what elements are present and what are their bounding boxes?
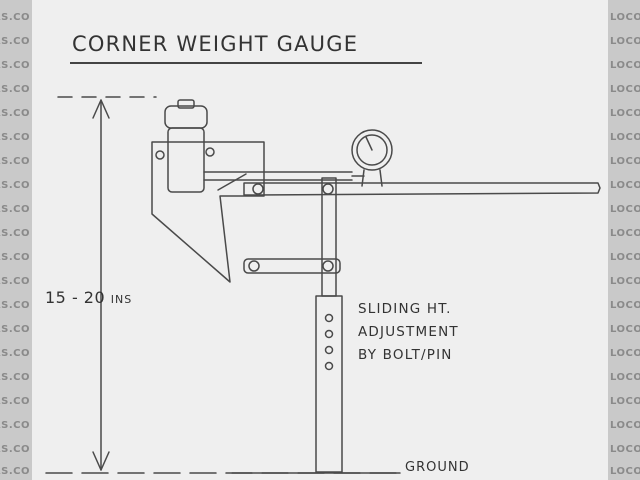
watermark-text: LOCOST (610, 132, 640, 143)
watermark-text: DERS.CO (0, 396, 30, 407)
dimension-label: 15 - 20 INS (45, 288, 132, 307)
watermark-text: DERS.CO (0, 324, 30, 335)
lever-arm (243, 182, 601, 196)
title-underline (70, 62, 422, 64)
watermark-strip-right: LOCOST LOCOST LOCOST LOCOST LOCOST LOCOS… (608, 0, 640, 480)
lower-link (243, 258, 341, 274)
watermark-text: DERS.CO (0, 252, 30, 263)
watermark-text: LOCOST (610, 36, 640, 47)
watermark-text: DERS.CO (0, 180, 30, 191)
dimension-value: 15 - 20 (45, 288, 106, 307)
adjustment-note-line: BY BOLT/PIN (358, 347, 453, 363)
watermark-text: DERS.CO (0, 84, 30, 95)
watermark-text: DERS.CO (0, 420, 30, 431)
watermark-text: DERS.CO (0, 276, 30, 287)
watermark-text: LOCOST (610, 228, 640, 239)
bracket-hole (155, 150, 165, 160)
adjustment-note-line: ADJUSTMENT (358, 324, 459, 340)
adjustment-hole (324, 329, 334, 339)
watermark-text: DERS.CO (0, 228, 30, 239)
watermark-text: LOCOST (610, 84, 640, 95)
watermark-text: LOCOST (610, 204, 640, 215)
link-pivot (248, 260, 260, 272)
watermark-text: LOCOST (610, 180, 640, 191)
watermark-text: LOCOST (610, 156, 640, 167)
dial-needle (365, 136, 373, 151)
watermark-text: LOCOST (610, 396, 640, 407)
watermark-text: DERS.CO (0, 132, 30, 143)
watermark-text: LOCOST (610, 12, 640, 23)
clamp-body (167, 127, 205, 193)
watermark-text: DERS.CO (0, 300, 30, 311)
watermark-text: DERS.CO (0, 156, 30, 167)
watermark-text: DERS.CO (0, 204, 30, 215)
watermark-text: DERS.CO (0, 348, 30, 359)
watermark-text: LOCOST (610, 348, 640, 359)
push-rod (217, 173, 247, 191)
watermark-text: DERS.CO (0, 12, 30, 23)
dial-gauge (351, 129, 393, 171)
clamp-stem (177, 99, 195, 109)
watermark-text: LOCOST (610, 276, 640, 287)
watermark-text: DERS.CO (0, 466, 30, 477)
bracket-hole (205, 147, 215, 157)
diagram-title: CORNER WEIGHT GAUGE (72, 32, 359, 56)
stand-upper-tube (321, 177, 337, 297)
adjustment-hole (324, 345, 334, 355)
watermark-text: LOCOST (610, 300, 640, 311)
watermark-text: DERS.CO (0, 108, 30, 119)
watermark-text: DERS.CO (0, 36, 30, 47)
watermark-text: LOCOST (610, 324, 640, 335)
watermark-text: LOCOST (610, 252, 640, 263)
watermark-strip-left: DERS.CO DERS.CO DERS.CO DERS.CO DERS.CO … (0, 0, 32, 480)
watermark-text: DERS.CO (0, 444, 30, 455)
dimension-unit: INS (110, 293, 133, 306)
clamp-block (164, 105, 208, 129)
link-pivot (322, 260, 334, 272)
hub-bracket (151, 141, 265, 283)
watermark-text: LOCOST (610, 108, 640, 119)
dimension-arrow-bottom (92, 451, 110, 471)
adjustment-hole (324, 361, 334, 371)
watermark-text: DERS.CO (0, 372, 30, 383)
dimension-arrow-top (92, 99, 110, 119)
lever-pivot (322, 183, 334, 195)
stand-lower-tube (315, 295, 343, 473)
watermark-text: LOCOST (610, 372, 640, 383)
adjustment-note-line: SLIDING HT. (358, 301, 452, 317)
watermark-text: DERS.CO (0, 60, 30, 71)
watermark-text: LOCOST (610, 60, 640, 71)
adjustment-hole (324, 313, 334, 323)
lever-pivot (252, 183, 264, 195)
drawing-sheet (32, 0, 608, 480)
watermark-text: LOCOST (610, 420, 640, 431)
ground-label: GROUND (405, 460, 470, 475)
watermark-text: LOCOST (610, 466, 640, 477)
dial-gauge-face (356, 134, 388, 166)
watermark-text: LOCOST (610, 444, 640, 455)
